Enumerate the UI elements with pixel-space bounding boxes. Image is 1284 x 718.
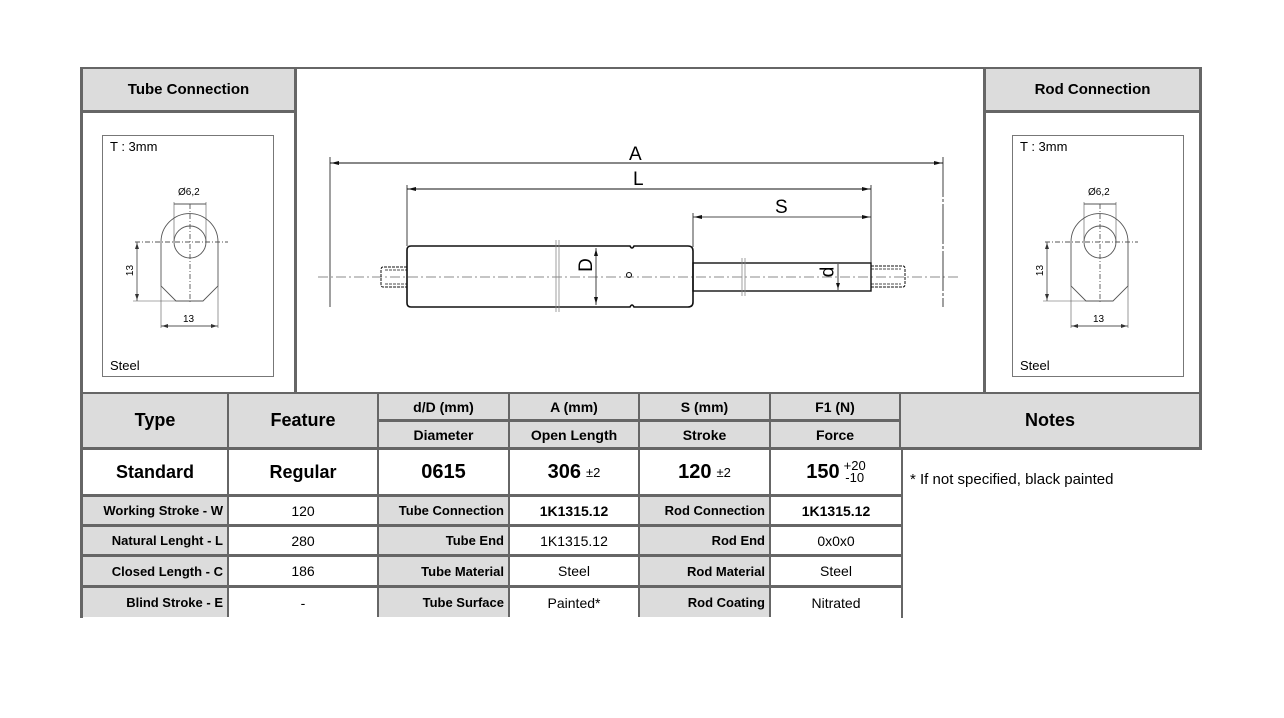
main-open-length-cell: 306 ±2 xyxy=(510,450,640,494)
main-row-frame xyxy=(80,450,903,497)
detail-label-closed-length: Closed Length - C xyxy=(83,557,229,588)
header-A-bottom: Open Length xyxy=(510,422,640,447)
main-force: 150 xyxy=(806,460,840,483)
rod-hole-diameter-label: Ø6,2 xyxy=(1088,187,1110,198)
rod-eyelet-drawing xyxy=(1043,202,1138,328)
main-force-cell: 150 +20 -10 xyxy=(771,450,901,494)
rod-connection-title: Rod Connection xyxy=(986,69,1199,113)
header-F1-bottom: Force xyxy=(771,422,901,447)
detail-value-natural-length: 280 xyxy=(229,527,379,557)
detail-label-rod-end: Rod End xyxy=(640,527,771,557)
tube-connection-panel: Tube Connection T : 3mm Ø xyxy=(80,67,297,393)
tube-hole-diameter-label: Ø6,2 xyxy=(178,187,200,198)
detail-label-blind-stroke: Blind Stroke - E xyxy=(83,588,229,617)
main-open-length-tol: ±2 xyxy=(586,464,601,480)
header-S-bottom: Stroke xyxy=(640,422,771,447)
dim-label-S: S xyxy=(775,197,788,218)
detail-value-working-stroke: 120 xyxy=(229,497,379,527)
detail-value-tube-surface: Painted* xyxy=(510,588,640,617)
main-diameter: 0615 xyxy=(379,450,510,494)
tube-eyelet-drawing xyxy=(133,202,228,328)
detail-value-blind-stroke: - xyxy=(229,588,379,617)
detail-label-rod-connection: Rod Connection xyxy=(640,497,771,527)
tube-connection-drawing-frame: T : 3mm Ø6,2 13 13 S xyxy=(102,135,274,377)
detail-label-rod-material: Rod Material xyxy=(640,557,771,588)
dim-label-L: L xyxy=(633,169,644,190)
main-stroke-tol: ±2 xyxy=(716,464,731,480)
main-open-length: 306 xyxy=(547,460,581,483)
gas-spring-drawing-panel: A L S D d xyxy=(296,67,986,393)
main-feature: Regular xyxy=(229,450,379,494)
rod-width-dim-label: 13 xyxy=(1093,314,1105,325)
detail-label-rod-coating: Rod Coating xyxy=(640,588,771,617)
detail-label-natural-length: Natural Lenght - L xyxy=(83,527,229,557)
main-type: Standard xyxy=(83,450,229,494)
header-S-top: S (mm) xyxy=(640,394,771,422)
header-dD-top: d/D (mm) xyxy=(379,394,510,422)
main-stroke: 120 xyxy=(678,460,712,483)
tube-material-label: Steel xyxy=(110,358,140,373)
detail-label-tube-connection: Tube Connection xyxy=(379,497,510,527)
header-type: Type xyxy=(83,394,229,447)
detail-value-tube-end: 1K1315.12 xyxy=(510,527,640,557)
detail-label-tube-material: Tube Material xyxy=(379,557,510,588)
rod-material-label: Steel xyxy=(1020,358,1050,373)
header-F1-top: F1 (N) xyxy=(771,394,901,422)
tube-width-dim-label: 13 xyxy=(183,314,195,325)
dim-label-A: A xyxy=(629,144,642,165)
header-dD-bottom: Diameter xyxy=(379,422,510,447)
header-notes: Notes xyxy=(1024,410,1075,430)
main-force-tol: +20 -10 xyxy=(843,458,866,485)
header-A-top: A (mm) xyxy=(510,394,640,422)
rod-thickness-label: T : 3mm xyxy=(1020,139,1068,154)
detail-label-working-stroke: Working Stroke - W xyxy=(83,497,229,527)
rod-connection-drawing-frame: T : 3mm Ø6,2 13 13 S xyxy=(1012,135,1184,377)
main-force-tol-plus: +20 xyxy=(843,458,866,473)
notes-text: * If not specified, black painted xyxy=(910,471,1114,488)
detail-value-tube-connection: 1K1315.12 xyxy=(510,497,640,527)
tube-connection-title: Tube Connection xyxy=(83,69,294,113)
detail-value-closed-length: 186 xyxy=(229,557,379,588)
detail-value-tube-material: Steel xyxy=(510,557,640,588)
detail-value-rod-connection: 1K1315.12 xyxy=(771,497,901,527)
detail-rows-frame xyxy=(80,496,903,618)
main-force-tol-minus: -10 xyxy=(845,470,865,485)
rod-connection-panel: Rod Connection T : 3mm Ø6 xyxy=(983,67,1202,393)
main-stroke-cell: 120 ±2 xyxy=(640,450,771,494)
detail-value-rod-end: 0x0x0 xyxy=(771,527,901,557)
detail-value-rod-material: Steel xyxy=(771,557,901,588)
gas-spring-drawing xyxy=(318,157,958,312)
tube-thickness-label: T : 3mm xyxy=(110,139,158,154)
detail-label-tube-surface: Tube Surface xyxy=(379,588,510,617)
detail-label-tube-end: Tube End xyxy=(379,527,510,557)
detail-value-rod-coating: Nitrated xyxy=(811,594,861,611)
header-feature: Feature xyxy=(229,394,379,447)
